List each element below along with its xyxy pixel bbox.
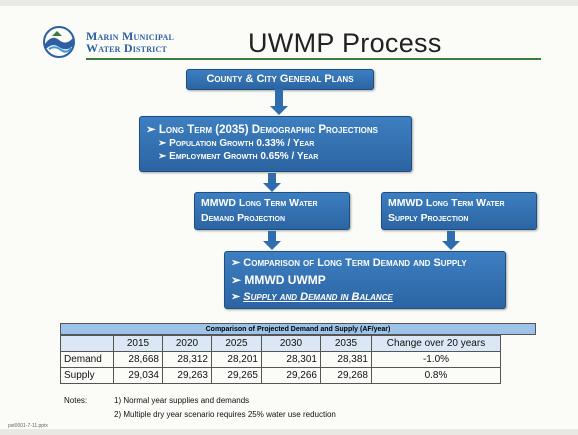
arrow-1-head (270, 106, 288, 115)
title-rule (86, 58, 541, 60)
population-growth: ➢ Population Growth 0.33% / Year (158, 138, 315, 149)
note-2: 2) Multiple dry year scenario requires 2… (114, 410, 336, 419)
note-1: 1) Normal year supplies and demands (114, 396, 250, 405)
header-cell (60, 335, 114, 352)
employment-growth-text: Employment Growth 0.65% / Year (169, 151, 319, 162)
water-district-logo-icon (43, 26, 75, 58)
row-label: Supply (60, 367, 114, 384)
table-cell: 28,312 (162, 351, 212, 368)
arrow-4-head (442, 241, 460, 250)
supply-projection-box: MMWD Long Term Water Supply Projection (381, 192, 537, 230)
comparison-line-1-text: Comparison of Long Term Demand and Suppl… (243, 257, 467, 269)
table-row: Demand 28,668 28,312 28,201 28,301 28,38… (60, 351, 501, 368)
slide-title: UWMP Process (248, 28, 442, 58)
demand-projection-line-2: Demand Projection (201, 212, 286, 224)
population-growth-text: Population Growth 0.33% / Year (169, 138, 315, 149)
demand-projection-box: MMWD Long Term Water Demand Projection (194, 192, 350, 230)
table-cell: 28,381 (320, 351, 372, 368)
comparison-line-3-text: Supply and Demand in Balance (243, 291, 393, 303)
comparison-line-3: ➢ Supply and Demand in Balance (231, 291, 393, 303)
header-cell: Change over 20 years (371, 335, 501, 352)
demographic-projections-box: ➢ Long Term (2035) Demographic Projectio… (139, 116, 412, 172)
demand-supply-table: 2015 2020 2025 2030 2035 Change over 20 … (60, 335, 501, 384)
organization-name: Marin Municipal Water District (86, 30, 174, 54)
table-cell: 28,201 (211, 351, 262, 368)
table-cell: 29,265 (211, 367, 262, 384)
comparison-box: ➢ Comparison of Long Term Demand and Sup… (224, 251, 506, 309)
table-cell: 28,668 (113, 351, 163, 368)
table-cell: 29,266 (261, 367, 321, 384)
supply-projection-line-2: Supply Projection (388, 212, 469, 224)
table-cell: 29,263 (162, 367, 212, 384)
arrow-2-head (263, 183, 281, 192)
demand-projection-line-1: MMWD Long Term Water (201, 197, 318, 209)
table-cell: 28,301 (261, 351, 321, 368)
arrow-3-head (263, 241, 281, 250)
general-plans-box: County & City General Plans (186, 69, 374, 90)
table-cell: 29,268 (320, 367, 372, 384)
arrow-4-stem (447, 231, 455, 242)
demographic-title: ➢ Long Term (2035) Demographic Projectio… (146, 124, 379, 136)
slide-border-bottom (0, 429, 578, 435)
header-cell: 2020 (162, 335, 212, 352)
table-cell: 29,034 (113, 367, 163, 384)
comparison-line-1: ➢ Comparison of Long Term Demand and Sup… (231, 257, 467, 269)
header-cell: 2035 (320, 335, 372, 352)
arrow-1-stem (275, 89, 283, 106)
demographic-title-text: Long Term (2035) Demographic Projections (158, 124, 379, 136)
slide-footer: pst0001-7-11.pptx (8, 423, 48, 429)
table-header-row: 2015 2020 2025 2030 2035 Change over 20 … (60, 335, 501, 352)
supply-projection-line-1: MMWD Long Term Water (388, 197, 505, 209)
table-cell: 0.8% (371, 367, 501, 384)
row-label: Demand (60, 351, 114, 368)
employment-growth: ➢ Employment Growth 0.65% / Year (158, 151, 319, 162)
table-caption: Comparison of Projected Demand and Suppl… (60, 323, 536, 335)
header-cell: 2025 (211, 335, 262, 352)
notes-label: Notes: (64, 396, 88, 405)
arrow-3-stem (268, 231, 276, 242)
table-row: Supply 29,034 29,263 29,265 29,266 29,26… (60, 367, 501, 384)
comparison-line-2: ➢ MMWD UWMP (231, 273, 326, 287)
slide-border-top (0, 0, 578, 6)
comparison-line-2-text: MMWD UWMP (244, 273, 326, 287)
table-cell: -1.0% (371, 351, 501, 368)
org-line-2: Water District (86, 41, 168, 55)
org-line-1: Marin Municipal (86, 29, 175, 43)
arrow-2-stem (268, 173, 276, 184)
header-cell: 2030 (261, 335, 321, 352)
header-cell: 2015 (113, 335, 163, 352)
